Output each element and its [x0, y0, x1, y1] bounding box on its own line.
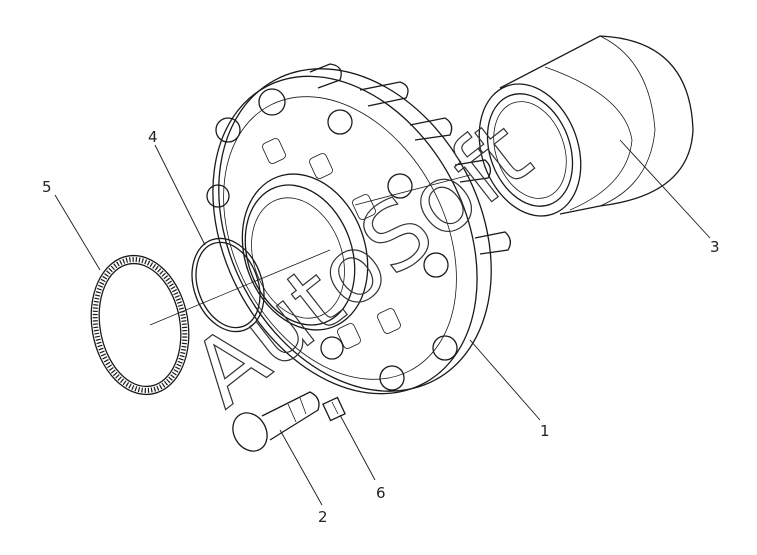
part-6-pin: [322, 396, 346, 422]
leader-2: [279, 429, 323, 506]
callout-3: 3: [710, 238, 720, 256]
callout-1: 1: [540, 422, 550, 440]
leader-4: [154, 144, 206, 246]
callout-6: 6: [376, 484, 386, 502]
part-4-snap-ring: [149, 237, 331, 333]
leader-6: [339, 414, 376, 481]
part-2-bolt: [232, 391, 320, 452]
part-3-bearing: [478, 35, 694, 217]
leader-3: [619, 139, 711, 239]
callout-5: 5: [42, 178, 52, 196]
part-5-tone-ring: [90, 254, 190, 396]
part-1-hub: [206, 63, 512, 395]
leader-5: [54, 194, 101, 271]
leader-1: [469, 339, 541, 421]
callout-4: 4: [148, 128, 158, 146]
callout-2: 2: [318, 508, 328, 526]
